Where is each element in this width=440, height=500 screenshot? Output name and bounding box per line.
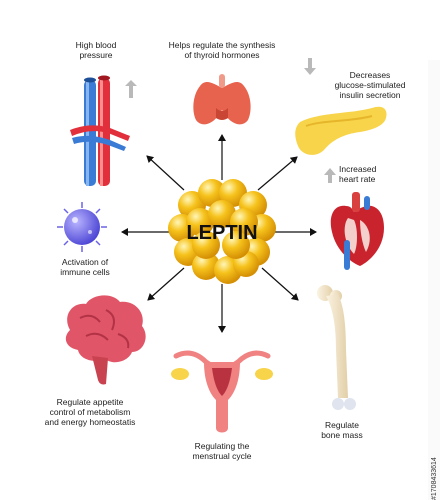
heart-illustration: [330, 192, 384, 270]
immune-cell-illustration: [57, 202, 107, 252]
leptin-label: LEPTIN: [186, 222, 257, 244]
down-indicator-icon: [304, 58, 316, 75]
pancreas-illustration: [295, 106, 387, 155]
arrow-to-pancreas: [257, 156, 298, 191]
arrow-to-bone: [261, 267, 299, 301]
arrow-to-brain: [147, 267, 185, 301]
arrows: [121, 134, 317, 333]
leptin-molecule-cluster: LEPTIN: [168, 179, 276, 284]
up-indicator-icon: [324, 168, 336, 183]
stock-id: #1708433614: [431, 457, 438, 500]
uterus-illustration: [171, 350, 273, 433]
stock-id-strip: #1708433614: [428, 60, 440, 500]
label-insulin: Decreases glucose-stimulated insulin sec…: [334, 70, 406, 100]
blood-vessels-illustration: [70, 75, 130, 186]
thyroid-illustration: [193, 74, 251, 125]
bone-illustration: [317, 285, 356, 410]
brain-illustration: [65, 295, 146, 385]
up-indicator-icon: [125, 80, 137, 98]
arrow-to-blood-vessels: [146, 155, 185, 191]
